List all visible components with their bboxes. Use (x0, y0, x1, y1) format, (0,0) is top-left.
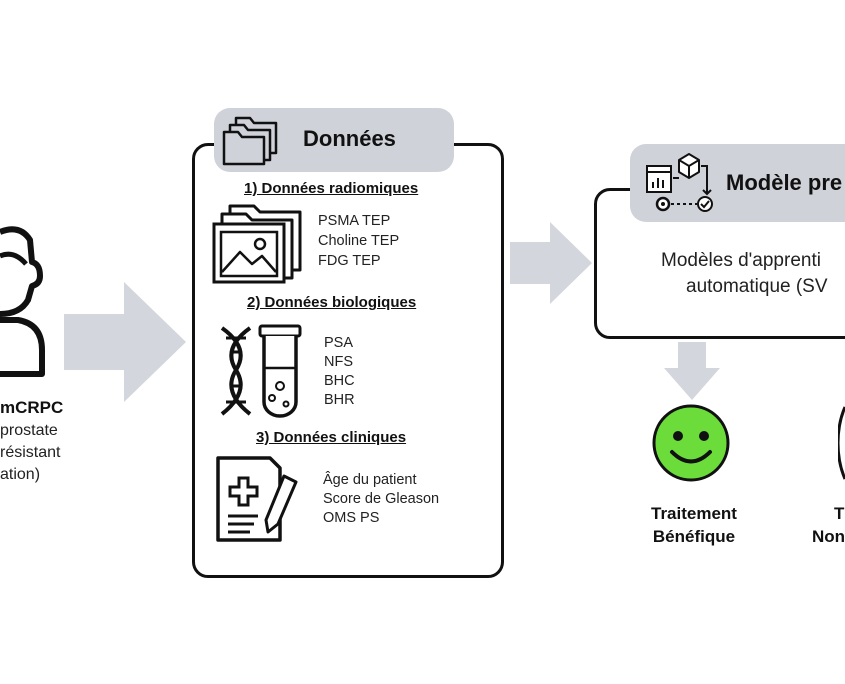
ml-pipeline-icon (646, 153, 713, 212)
biology-item-2: NFS (324, 354, 353, 370)
patient-icon (0, 226, 45, 377)
sad-face-icon (838, 406, 845, 480)
radiomics-item-1: PSMA TEP (318, 213, 391, 229)
outcome-beneficial-line-2: Bénéfique (652, 527, 736, 546)
clinical-item-1: Âge du patient (323, 472, 417, 488)
clinical-item-3: OMS PS (323, 510, 380, 526)
radiomics-item-2: Choline TEP (318, 233, 400, 249)
outcome-nonbeneficial-line-2: Non (812, 527, 845, 546)
medical-record-icon (216, 456, 298, 542)
outcome-nonbeneficial-line-1: T (834, 504, 845, 523)
data-panel-title: Données (303, 126, 396, 151)
patient-line-1: prostate (0, 422, 58, 439)
image-files-icon (212, 204, 302, 284)
biology-item-1: PSA (324, 335, 354, 351)
model-panel-title: Modèle pre (726, 170, 843, 195)
outcome-beneficial-line-1: Traitement (651, 504, 737, 523)
model-desc-line-1: Modèles d'apprenti (661, 250, 821, 271)
section-title-clinical: 3) Données cliniques (256, 429, 407, 446)
patient-title: mCRPC (0, 398, 64, 417)
model-desc-line-2: automatique (SV (686, 276, 828, 297)
biology-item-3: BHC (324, 373, 355, 389)
arrow-model-to-outcome (664, 342, 720, 400)
arrow-data-to-model (510, 222, 592, 304)
arrow-patient-to-data (64, 282, 186, 402)
radiomics-item-3: FDG TEP (318, 253, 381, 269)
folders-icon (222, 116, 278, 166)
patient-line-2: résistant (0, 444, 61, 461)
happy-face-icon (652, 404, 730, 482)
patient-line-3: ation) (0, 466, 41, 483)
biology-item-4: BHR (324, 392, 355, 408)
section-title-biology: 2) Données biologiques (247, 294, 417, 311)
section-title-radiomics: 1) Données radiomiques (244, 180, 419, 197)
dna-test-tube-icon (220, 324, 302, 418)
clinical-item-2: Score de Gleason (323, 491, 440, 507)
